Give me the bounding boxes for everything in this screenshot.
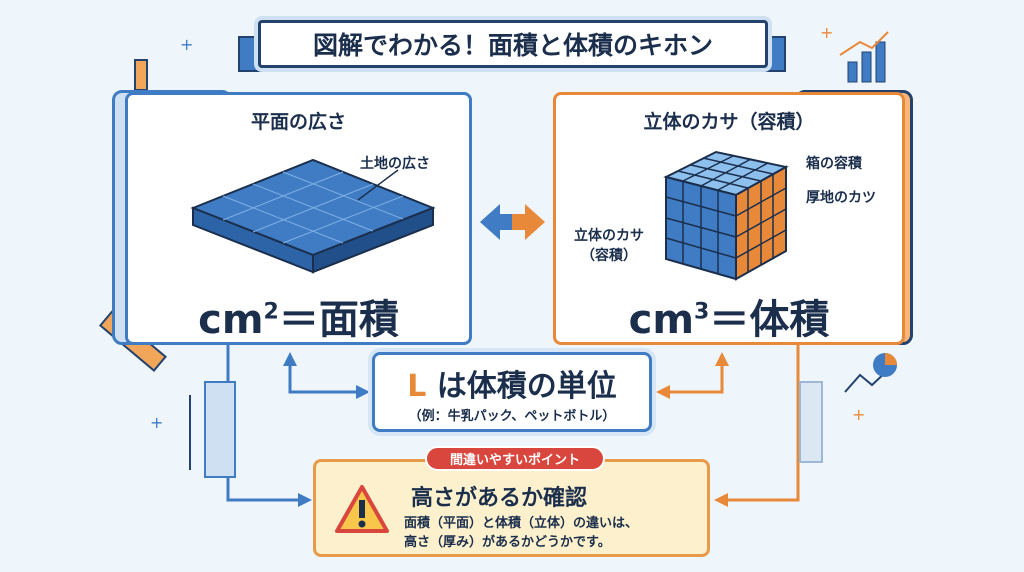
volume-formula: cm3＝体積 [556,287,902,345]
svg-text:+: + [180,35,193,54]
formula-unit: cm [198,297,264,343]
page-title: 図解でわかる！面積と体積のキホン [258,20,768,68]
formula-exponent: 2 [263,299,279,325]
formula-text: ＝面積 [278,297,399,343]
volume-label-side: 厚地のカツ [806,190,876,206]
formula-exponent: 3 [694,299,710,325]
svg-text:+: + [820,23,833,42]
label-line: 立体のカサ [574,228,644,244]
warning-icon [335,485,389,533]
label-line: （容積） [581,248,637,264]
area-heading: 平面の広さ [250,111,346,133]
flat-plate-illustration [190,158,436,274]
liter-unit-box: L は体積の単位 （例：牛乳パック、ペットボトル） [372,352,652,432]
volume-label-left: 立体のカサ （容積） [574,225,644,265]
warning-badge: 間違いやすいポイント [425,446,605,471]
warning-text: 面積（平面）と体積（立体）の違いは、 高さ（厚み）があるかどうかです。 [404,514,638,552]
formula-unit: cm [628,297,695,343]
pie-chart-icon [844,353,897,393]
svg-text:+: + [150,413,163,432]
formula-text: ＝体積 [709,297,830,343]
warning-line: 高さ（厚み）があるかどうかです。 [404,535,611,550]
volume-label-top: 箱の容積 [806,156,862,172]
warning-box: 高さがあるか確認 面積（平面）と体積（立体）の違いは、 高さ（厚み）があるかどう… [313,459,710,557]
warning-line: 面積（平面）と体積（立体）の違いは、 [404,516,639,531]
warning-title: 高さがあるか確認 [411,486,588,511]
volume-heading: 立体のカサ（容積） [643,111,815,133]
area-formula: cm2＝面積 [128,287,469,345]
liter-title: L は体積の単位 [375,361,649,405]
liter-letter: L [407,369,427,404]
liter-example: （例：牛乳パック、ペットボトル） [408,409,616,424]
svg-text:+: + [852,405,865,424]
cube-illustration [663,150,789,281]
area-panel: 平面の広さ 土地の広さ cm2＝面積 [125,92,472,345]
bar-chart-icon [839,31,889,83]
area-label: 土地の広さ [360,156,430,172]
volume-panel: 立体のカサ（容積） 箱の容積 厚地のカツ 立体のカサ（容積） cm3＝体積 [553,92,905,345]
liter-title-text: は体積の単位 [436,369,617,404]
